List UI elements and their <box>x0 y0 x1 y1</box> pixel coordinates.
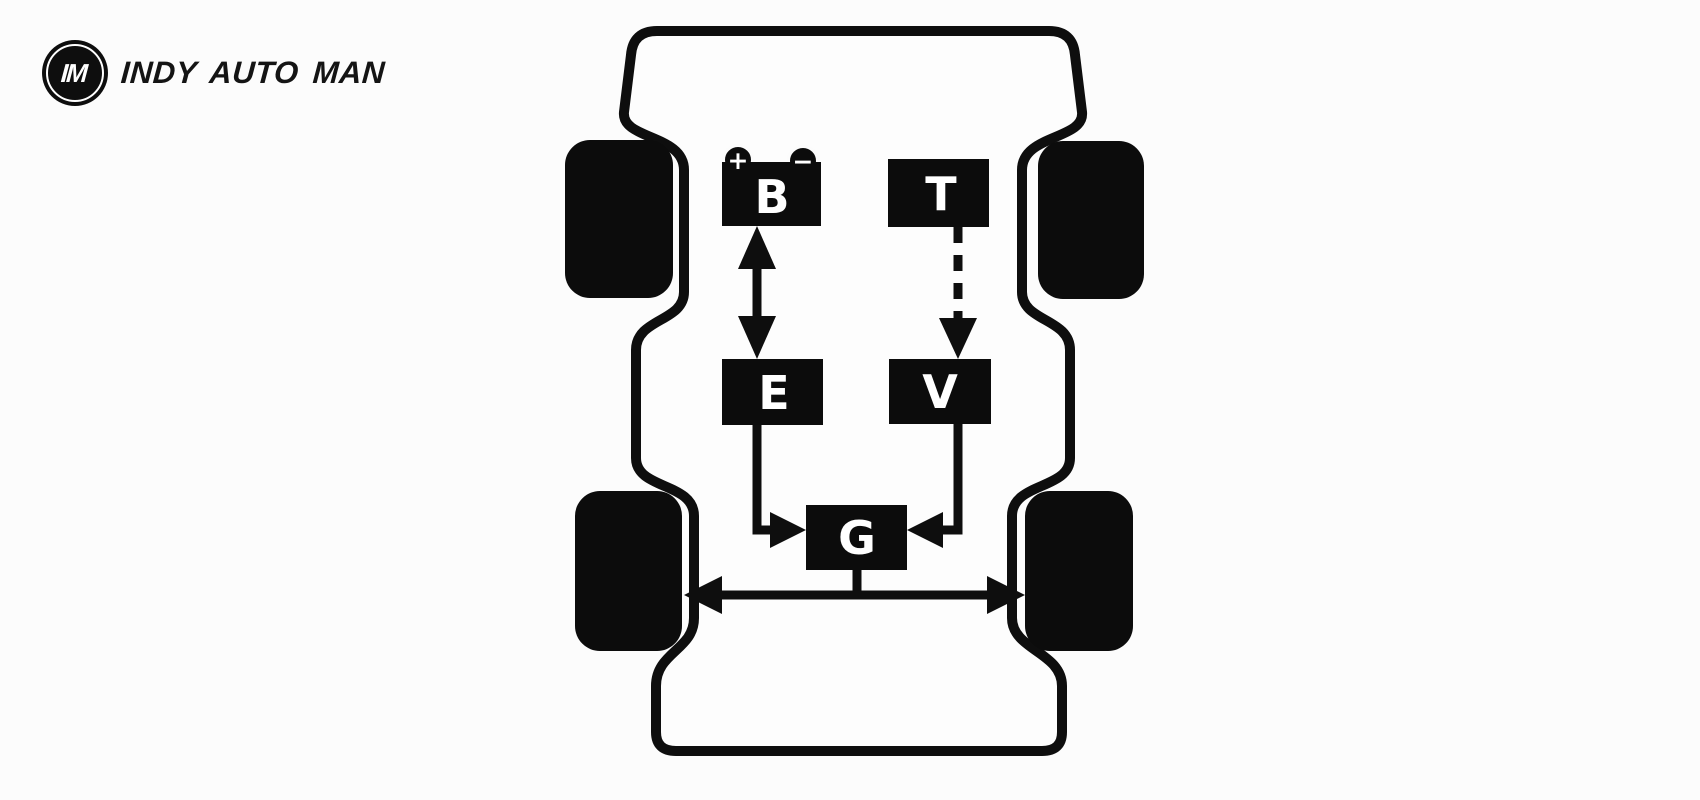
minus-icon: − <box>793 147 814 176</box>
edge-t-v-dashed-arrow <box>939 227 977 359</box>
node-b-label: B <box>754 170 789 224</box>
rear-axle-arrow <box>684 576 1025 614</box>
arrowhead-down-icon <box>738 316 776 359</box>
wheel-rear-left <box>575 491 682 651</box>
node-e-box <box>722 359 823 425</box>
arrowhead-down-icon <box>939 318 977 359</box>
edge-e-g-arrow <box>752 420 806 548</box>
arrowhead-right-icon <box>770 512 806 548</box>
node-v-label: V <box>922 365 958 419</box>
node-v-box <box>889 359 991 424</box>
arrowhead-left-icon <box>907 512 943 548</box>
wheel-front-left <box>565 140 673 298</box>
car-body-outline <box>619 26 1087 756</box>
node-t-box <box>888 159 989 227</box>
node-v: V <box>889 359 991 424</box>
arrowhead-up-icon <box>738 226 776 269</box>
brand-logo: IM INDY AUTO MAN <box>42 40 386 106</box>
node-g: G <box>806 505 907 570</box>
arrowhead-left-icon <box>684 576 722 614</box>
logo-monogram: IM <box>60 57 88 88</box>
node-b-box <box>722 162 821 226</box>
wheel-rear-right <box>1025 491 1133 651</box>
edge-b-e-arrow <box>738 226 776 359</box>
plus-icon: + <box>728 146 749 175</box>
edge-v-g-arrow <box>907 419 963 548</box>
logo-badge-icon: IM <box>42 40 108 106</box>
node-e-label: E <box>758 366 789 420</box>
node-g-label: G <box>838 511 876 565</box>
node-t-label: T <box>925 167 957 221</box>
arrowhead-right-icon <box>987 576 1025 614</box>
node-g-box <box>806 505 907 570</box>
node-battery: + − B <box>722 144 821 226</box>
node-t: T <box>888 159 989 227</box>
wheel-front-right <box>1038 141 1144 299</box>
node-e: E <box>722 359 823 425</box>
